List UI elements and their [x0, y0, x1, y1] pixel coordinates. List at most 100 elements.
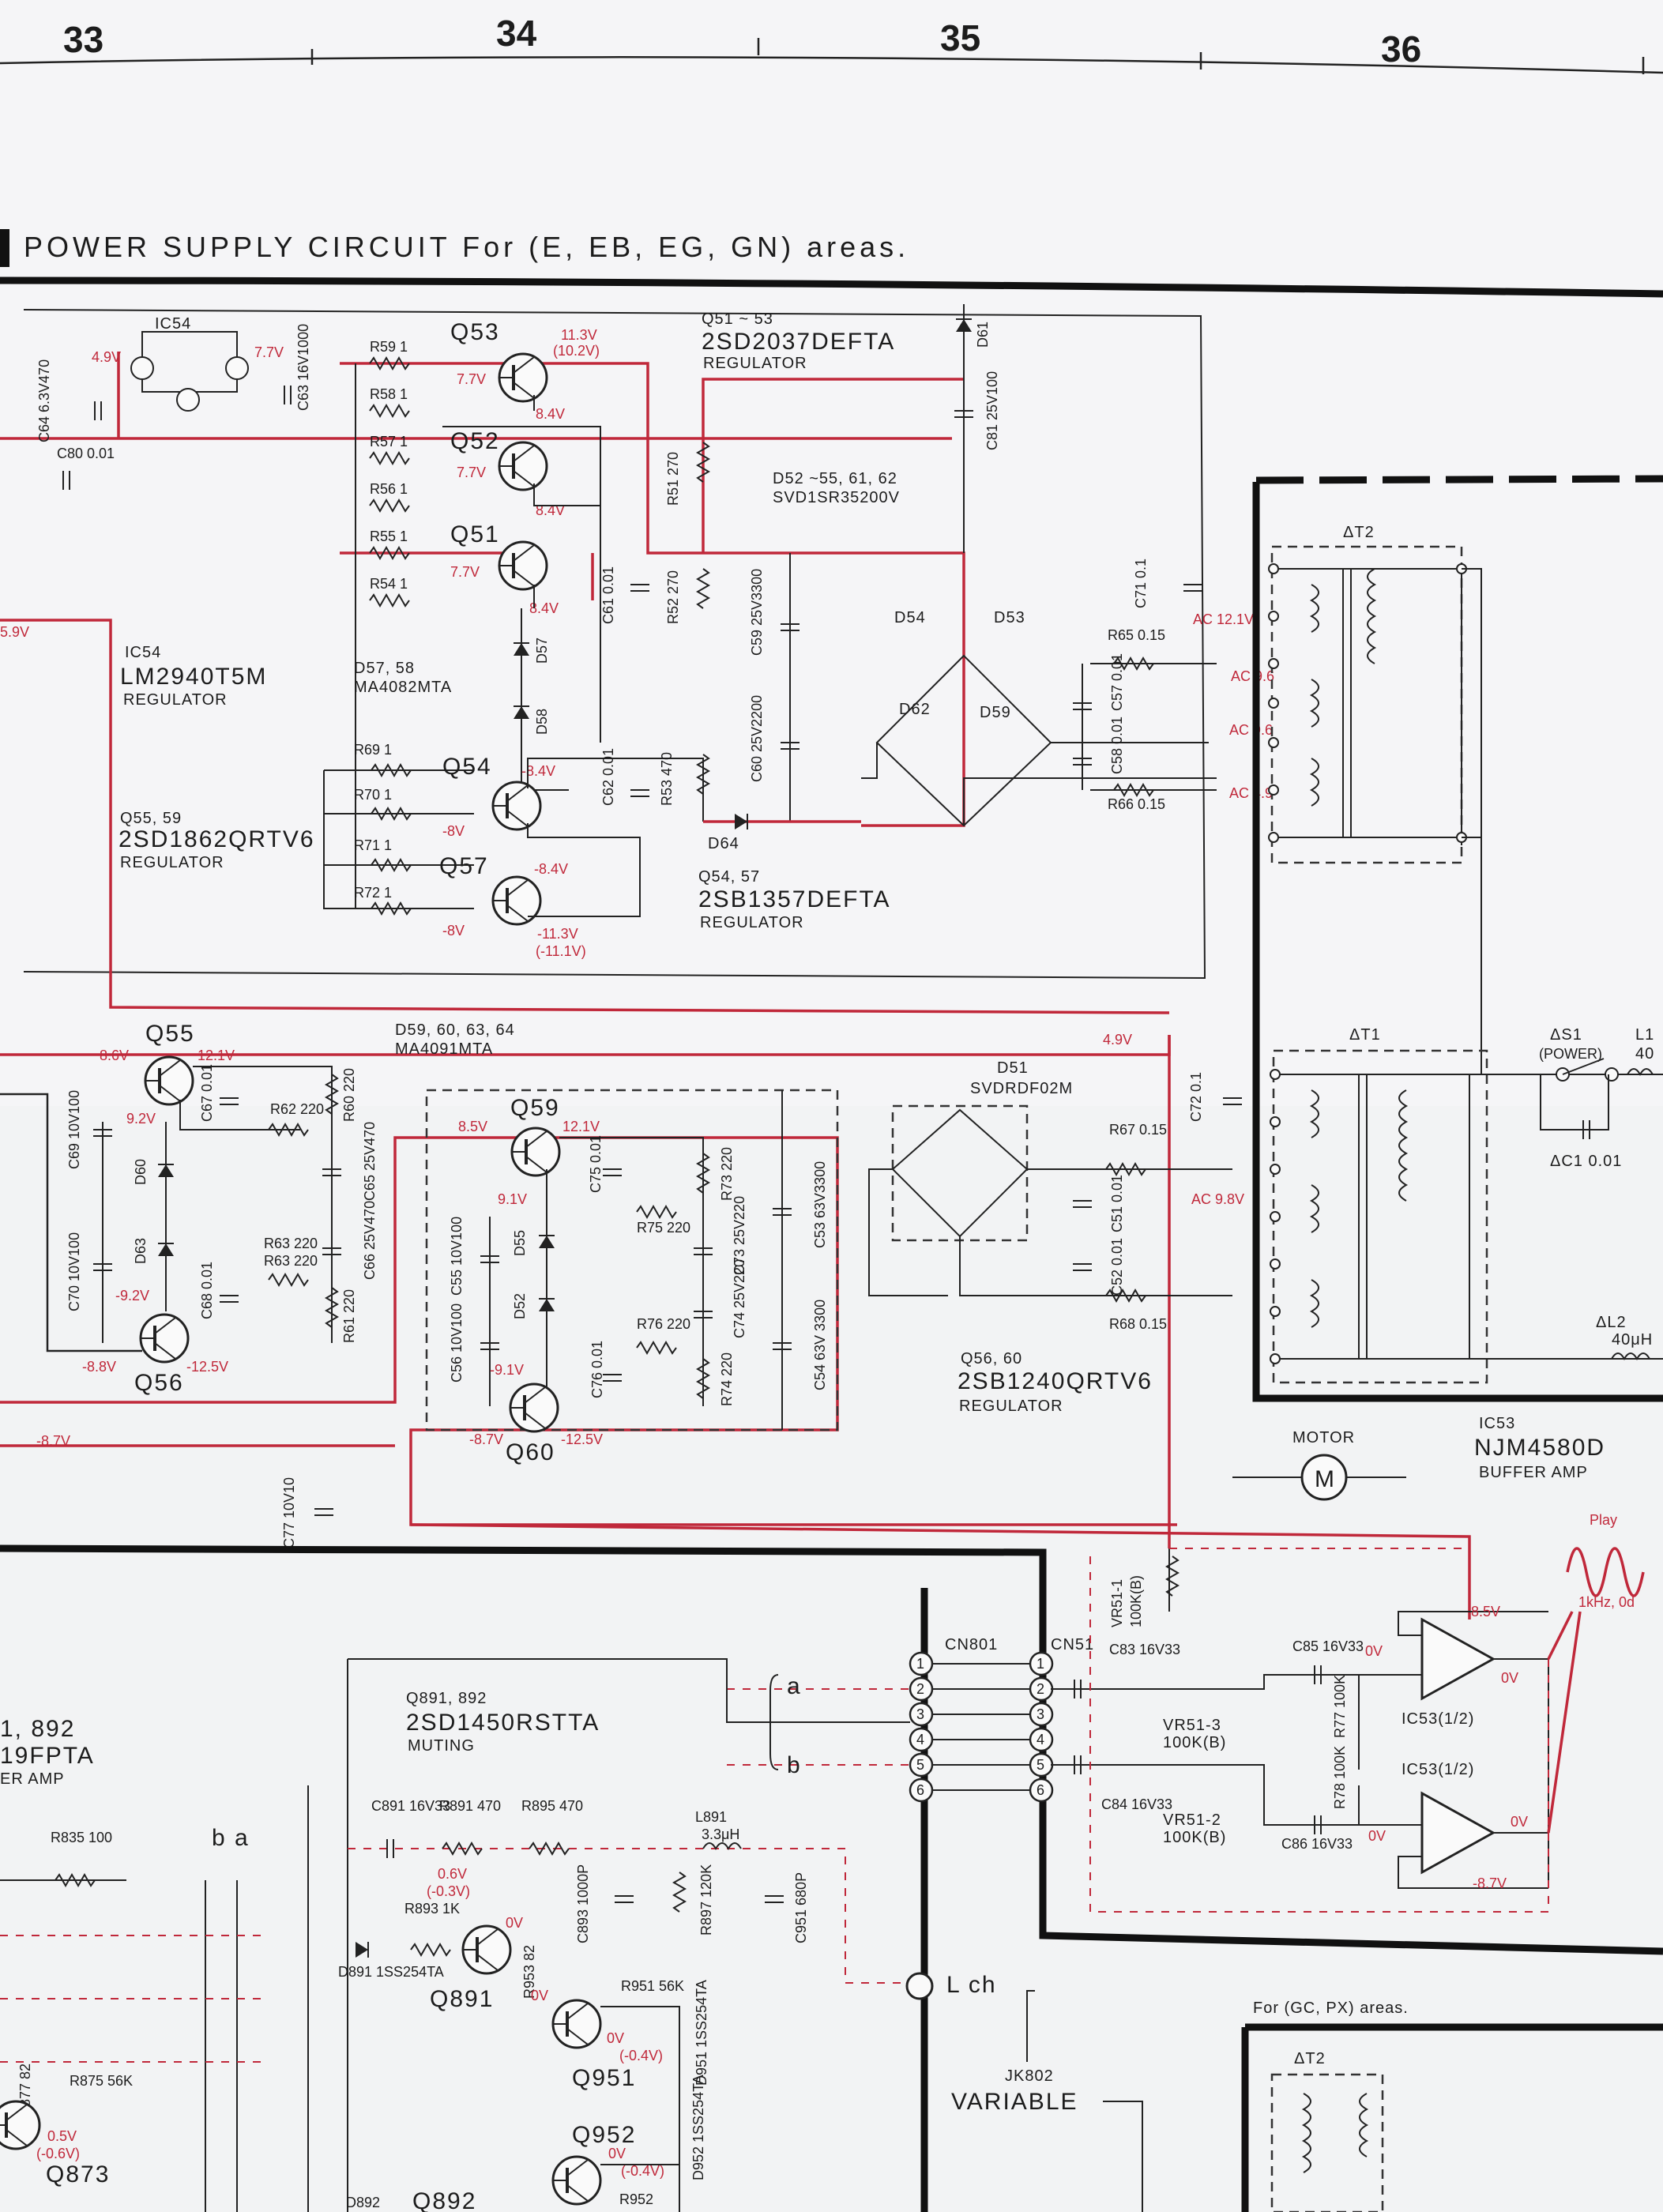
d51-part: SVDRDF02M — [970, 1080, 1073, 1097]
q60-collector-voltage: -12.5V — [561, 1431, 603, 1447]
c85-label: C85 16V33 — [1292, 1638, 1364, 1654]
c72-label: C72 0.1 — [1188, 1072, 1204, 1122]
vr51-2-label: VR51-2 — [1163, 1811, 1221, 1829]
q56-60-part: 2SB1240QRTV6 — [958, 1368, 1153, 1394]
d57-label: D57 — [534, 638, 550, 664]
vr51-1-value: 100K(B) — [1128, 1575, 1144, 1627]
c891-label: C891 16V33 — [371, 1798, 450, 1814]
cn51-pin-5: 5 — [1037, 1757, 1044, 1773]
r62-label: R62 220 — [270, 1101, 324, 1117]
q59-base-voltage: 8.5V — [458, 1119, 487, 1134]
t2-label: ΔT2 — [1343, 524, 1375, 541]
q56-collector-voltage: -12.5V — [186, 1359, 228, 1375]
r895-label: R895 470 — [521, 1798, 583, 1814]
c71-label: C71 0.1 — [1133, 559, 1149, 608]
d59-label: D60 — [133, 1159, 149, 1185]
ic53-supply-voltage: 8.5V — [1471, 1604, 1500, 1620]
r77-label: R77 100K — [1332, 1675, 1348, 1738]
r63-label: R63 220 — [264, 1236, 318, 1251]
ic54-desc-part: LM2940T5M — [120, 664, 267, 690]
c54-label: C54 63V 3300 — [812, 1300, 828, 1390]
r59-label: R59 1 — [370, 339, 408, 355]
q891-label: Q891 — [430, 1986, 494, 2012]
ac1-label: ΔC1 0.01 — [1550, 1153, 1622, 1170]
bus-b-label: b — [787, 1752, 802, 1778]
q53-emitter-voltage: 8.4V — [536, 406, 565, 422]
d891-label: D891 1SS254TA — [338, 1964, 444, 1980]
ic53-half-upper: IC53(1/2) — [1402, 1710, 1474, 1728]
rail-5-9-label: 5.9V — [0, 624, 29, 640]
ic53-neg-supply-voltage: -8.7V — [1473, 1875, 1507, 1891]
transistor-q51 — [498, 540, 548, 591]
q57-base-voltage: -8V — [442, 923, 465, 939]
q891-892-ref: Q891, 892 — [406, 1690, 487, 1707]
c57-label: C57 0.01 — [1109, 653, 1125, 711]
q54-57-ref: Q54, 57 — [698, 868, 760, 886]
ic54-desc-ref: IC54 — [125, 644, 161, 661]
q55-59-part: 2SD1862QRTV6 — [119, 826, 315, 852]
l891-label: L891 — [695, 1809, 727, 1825]
vr51-3-value: 100K(B) — [1163, 1734, 1226, 1751]
r835-label: R835 100 — [51, 1830, 112, 1845]
q59-label: Q59 — [510, 1095, 560, 1121]
grid-column-33: 33 — [63, 19, 103, 60]
lch-label: L ch — [946, 1972, 997, 1998]
transistor-q60 — [509, 1382, 559, 1433]
q54-emitter-voltage: -8.4V — [521, 763, 555, 779]
motor-label: MOTOR — [1292, 1429, 1355, 1446]
c51-label: C51 0.01 — [1109, 1175, 1125, 1232]
q60-base-voltage: -8.7V — [469, 1431, 503, 1447]
ic54-desc-role: REGULATOR — [123, 691, 228, 709]
q59-collector-voltage: 12.1V — [562, 1119, 600, 1134]
c951-label: C951 680P — [793, 1872, 809, 1943]
ic53-out-voltage-lower: 0V — [1511, 1814, 1528, 1830]
r891-label: R891 470 — [439, 1798, 501, 1814]
c81-label: C81 25V100 — [984, 371, 1000, 450]
r951-label: R951 56K — [621, 1978, 684, 1994]
transistor-q54 — [491, 781, 542, 831]
q891-892-part: 2SD1450RSTTA — [406, 1710, 600, 1736]
q60-emitter-voltage: -9.1V — [490, 1362, 524, 1378]
cn801-pin-4: 4 — [916, 1732, 924, 1747]
vr51-3-label: VR51-3 — [1163, 1717, 1221, 1734]
q57-collector-voltage: -11.3V — [537, 926, 578, 942]
jk802-variable-label: VARIABLE — [951, 2089, 1078, 2115]
lch-jack — [905, 1972, 934, 2000]
cn51-pin-6: 6 — [1037, 1782, 1044, 1798]
t1-label: ΔT1 — [1349, 1026, 1381, 1044]
q53-collector-voltage-alt: (10.2V) — [553, 343, 600, 359]
d51-label: D51 — [997, 1059, 1029, 1077]
rail-4-9-label: 4.9V — [1103, 1032, 1132, 1048]
q891-collector-voltage: 0V — [506, 1915, 523, 1931]
q56-60-role: REGULATOR — [959, 1398, 1063, 1415]
l2-label: ΔL2 — [1596, 1314, 1627, 1331]
q952-label: Q952 — [572, 2122, 636, 2148]
q51-emitter-voltage: 8.4V — [529, 600, 559, 616]
q55-emitter-voltage: 9.2V — [126, 1111, 156, 1127]
cn801-pin-1: 1 — [916, 1656, 924, 1672]
d59-part: MA4091MTA — [395, 1040, 493, 1058]
q951-collector-voltage: 0V — [607, 2030, 624, 2046]
ic53-half-lower: IC53(1/2) — [1402, 1761, 1474, 1778]
q873-voltage-alt: (-0.6V) — [36, 2146, 80, 2161]
c60-label: C60 25V2200 — [749, 695, 765, 782]
grid-column-36: 36 — [1381, 28, 1421, 70]
q60-label: Q60 — [506, 1439, 555, 1465]
ac-4-9-label: AC 4.9 — [1229, 785, 1273, 801]
q53-collector-voltage: 11.3V — [561, 327, 597, 343]
cn801-pin-3: 3 — [916, 1706, 924, 1722]
r58-label: R58 1 — [370, 386, 408, 402]
q59-emitter-voltage: 9.1V — [498, 1191, 527, 1207]
transistor-q873 — [0, 2100, 41, 2150]
c68-label: C68 0.01 — [199, 1262, 215, 1319]
r52-label: R52 270 — [665, 570, 681, 624]
transistor-q952 — [551, 2155, 602, 2206]
d54-label: D62 — [899, 701, 931, 718]
s1-label: ΔS1 — [1550, 1026, 1582, 1044]
vr51-1-label: VR51-1 — [1109, 1579, 1125, 1627]
q56-60-ref: Q56, 60 — [961, 1350, 1022, 1367]
q891-892-role: MUTING — [408, 1737, 475, 1755]
l1-value: 40 — [1635, 1045, 1654, 1063]
transistor-q891 — [461, 1924, 512, 1975]
c83-label: C83 16V33 — [1109, 1642, 1180, 1657]
